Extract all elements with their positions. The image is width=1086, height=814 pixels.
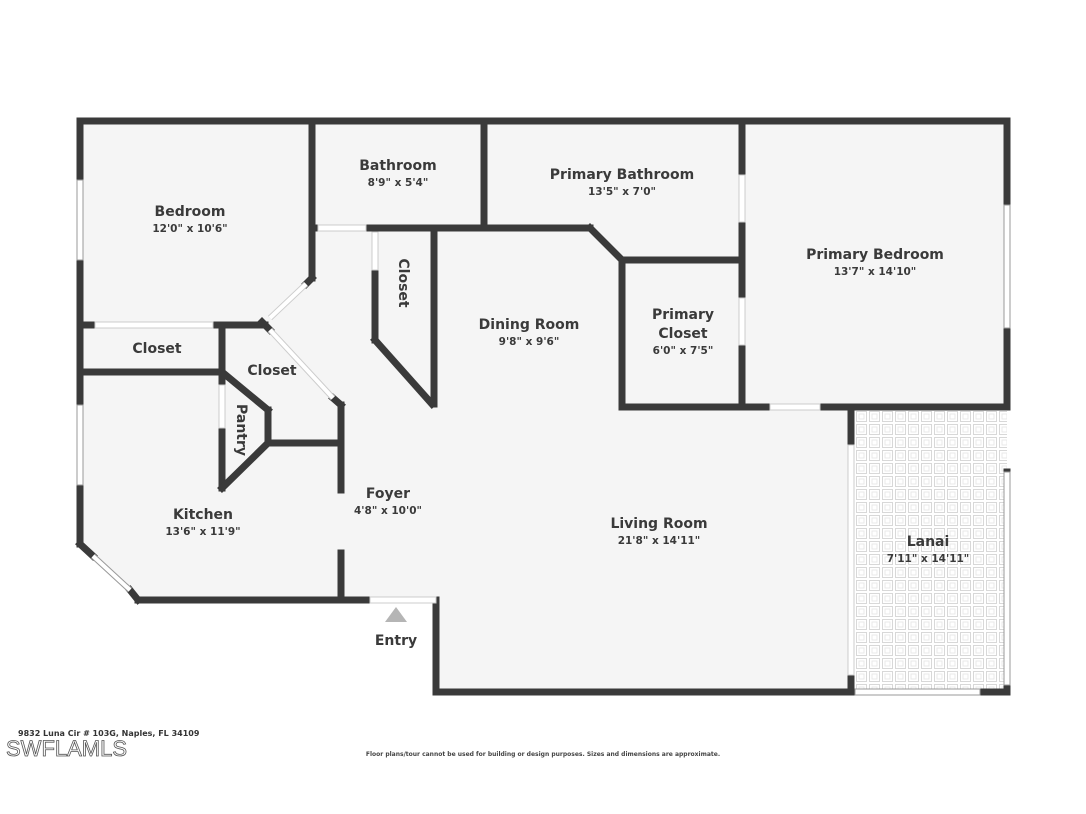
dim-primary-closet: 6'0" x 7'5" [653,345,714,357]
room-labels: Bedroom 12'0" x 10'6" Bathroom 8'9" x 5'… [132,158,969,649]
dim-living-room: 21'8" x 14'11" [618,535,701,547]
label-lanai: Lanai [907,534,950,550]
dim-lanai: 7'11" x 14'11" [887,553,970,565]
label-closet-mid: Closet [395,258,411,308]
lanai-slider[interactable] [847,444,855,676]
label-closet-hall: Closet [132,341,182,357]
disclaimer-text: Floor plans/tour cannot be used for buil… [365,751,721,758]
window-lanai-right [1003,471,1011,686]
label-entry: Entry [375,633,417,649]
label-dining-room: Dining Room [479,317,580,333]
windows [76,179,1011,696]
label-primary-bathroom: Primary Bathroom [550,167,694,183]
dim-bathroom: 8'9" x 5'4" [368,177,429,189]
entry-arrow-icon [385,607,407,622]
primary-bedroom-door[interactable] [769,403,821,411]
label-bedroom: Bedroom [155,204,226,220]
window-lanai-bottom [854,688,981,696]
hall-closet-door[interactable] [371,231,379,271]
walls [75,117,1011,696]
lanai-tile-floor [851,407,1007,692]
window-primary-bedroom [1003,204,1011,329]
label-kitchen: Kitchen [173,507,233,523]
dim-kitchen: 13'6" x 11'9" [165,526,240,538]
label-living-room: Living Room [610,516,707,532]
dim-foyer: 4'8" x 10'0" [354,505,422,517]
entry-door[interactable] [369,596,437,604]
closet-door-left[interactable] [94,321,214,329]
pantry-door[interactable] [218,384,226,429]
label-foyer: Foyer [366,486,410,502]
window-kitchen [76,404,84,486]
label-bathroom: Bathroom [359,158,437,174]
window-bedroom [76,179,84,261]
primary-closet-door[interactable] [738,297,746,346]
label-pantry: Pantry [233,404,249,456]
label-primary-closet-2: Closet [658,326,708,342]
dim-primary-bathroom: 13'5" x 7'0" [588,186,656,198]
label-closet-left: Closet [247,363,297,379]
primary-bath-door[interactable] [738,174,746,223]
dim-dining-room: 9'8" x 9'6" [499,336,560,348]
dim-bedroom: 12'0" x 10'6" [152,223,227,235]
label-primary-closet-1: Primary [652,307,714,323]
property-address: 9832 Luna Cir # 103G, Naples, FL 34109 [18,729,200,738]
door-openings [94,174,855,676]
mls-watermark: SWFLAMLS [6,736,128,762]
label-primary-bedroom: Primary Bedroom [806,247,944,263]
bathroom-door[interactable] [317,224,367,232]
dim-primary-bedroom: 13'7" x 14'10" [834,266,917,278]
